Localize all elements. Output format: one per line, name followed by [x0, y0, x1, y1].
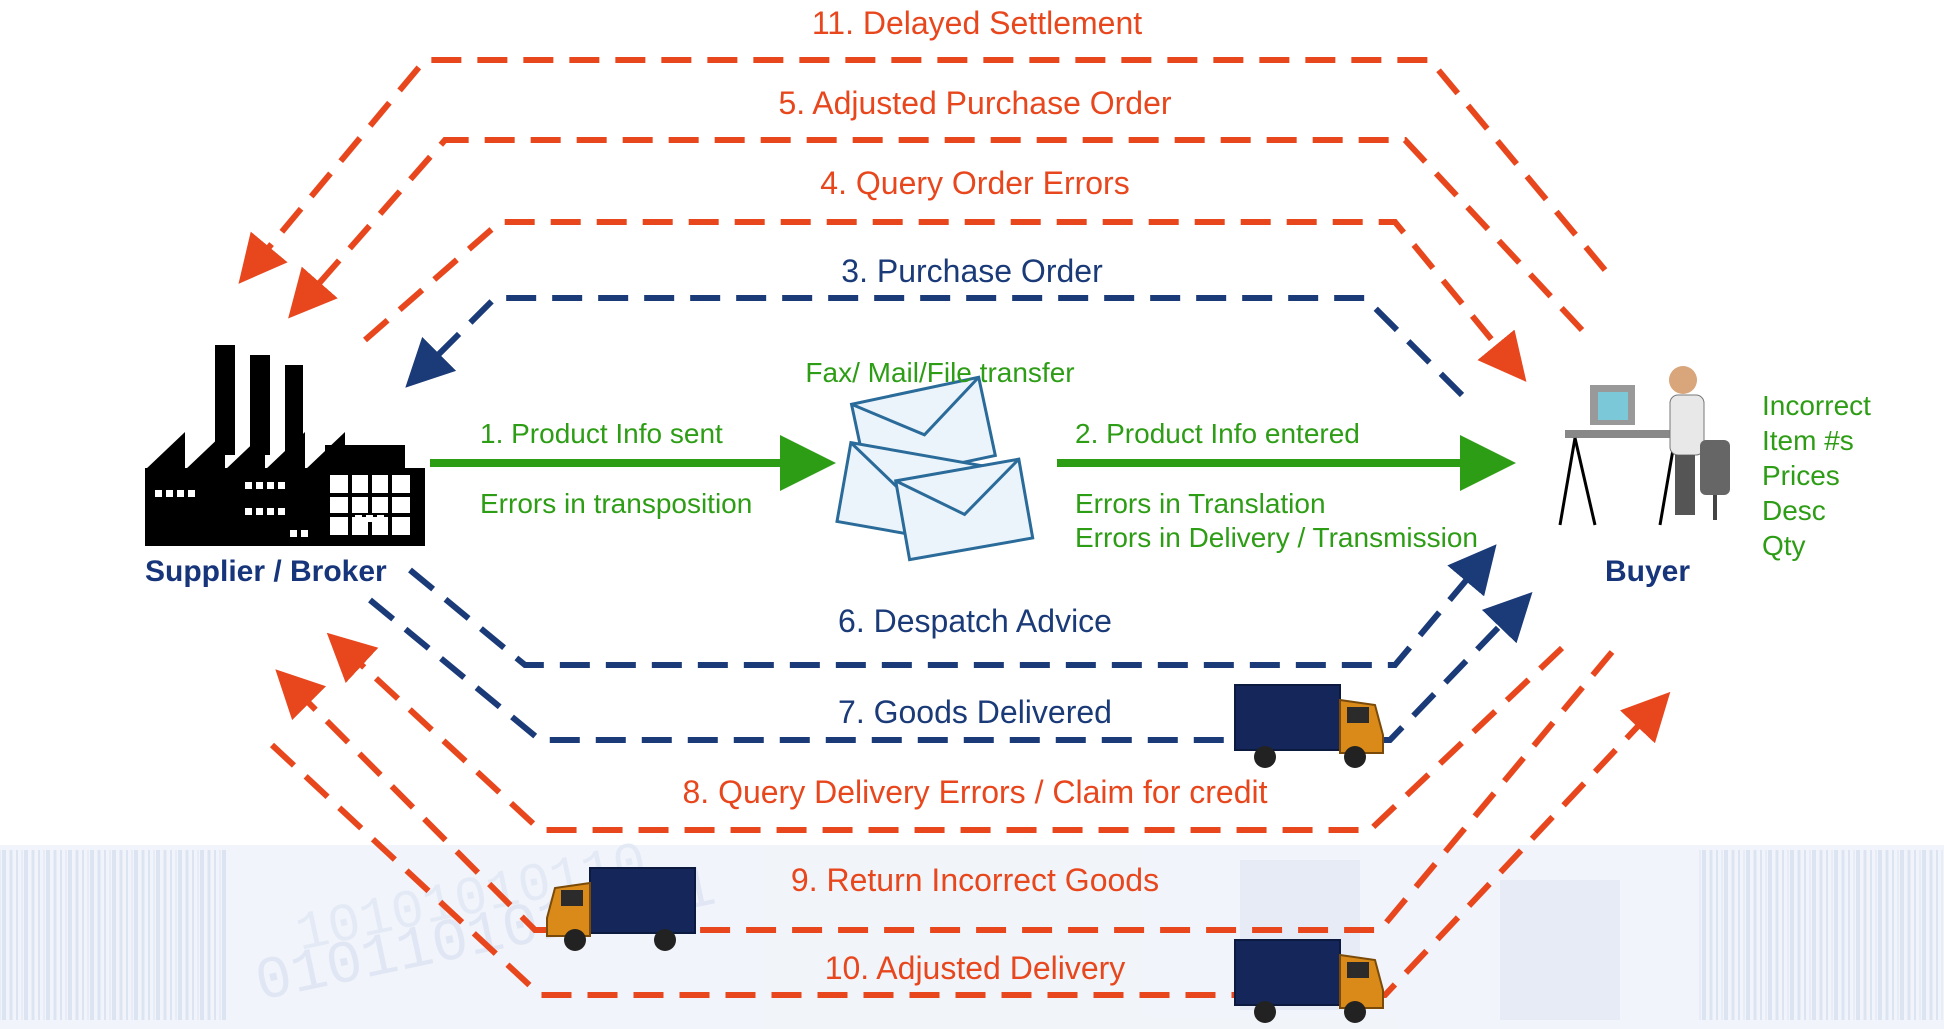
flow-10-adjusted-delivery-path [269, 691, 1671, 998]
flow-7-goods-delivered-path [368, 592, 1533, 743]
flow-8-label: 8. Query Delivery Errors / Claim for cre… [682, 774, 1268, 810]
supplier-label: Supplier / Broker [145, 555, 387, 588]
flow-1-label: 1. Product Info sent [480, 418, 723, 449]
flow-4-query-order-errors-path [363, 219, 1527, 382]
flow-11-label: 11. Delayed Settlement [811, 5, 1143, 41]
flow-1-errors: Errors in transposition [480, 488, 753, 519]
flow-5-adjusted-purchase-order-path [288, 137, 1585, 333]
barcode-background: 0101101010101 10101010110 [0, 833, 1944, 1029]
flow-9-label: 9. Return Incorrect Goods [790, 862, 1160, 898]
flow-2-error-translation: Errors in Translation [1075, 488, 1326, 519]
flow-2-error-transmission: Errors in Delivery / Transmission [1075, 522, 1478, 553]
envelopes-icon [835, 375, 1035, 562]
flow-9-return-incorrect-goods-path [275, 650, 1615, 933]
buyer-issue-qty: Qty [1762, 530, 1806, 561]
buyer-workstation-icon [1558, 366, 1730, 526]
flow-2-label: 2. Product Info entered [1075, 418, 1360, 449]
flow-3-purchase-order-path [405, 295, 1465, 398]
buyer-issue-prices: Prices [1762, 460, 1840, 491]
delivery-truck-icon [1234, 939, 1384, 1023]
buyer-label: Buyer [1605, 555, 1691, 588]
flow-3-label: 3. Purchase Order [841, 253, 1103, 289]
buyer-issues-heading: Incorrect [1762, 390, 1871, 421]
transfer-caption: Fax/ Mail/File transfer [805, 357, 1075, 388]
flow-10-label: 10. Adjusted Delivery [824, 950, 1126, 986]
flow-6-despatch-advice-path [408, 544, 1497, 668]
buyer-issues-list: Incorrect Item #s Prices Desc Qty [1762, 388, 1871, 563]
flow-4-label: 4. Query Order Errors [820, 165, 1130, 201]
delivery-truck-icon [546, 867, 696, 951]
factory-icon [145, 345, 425, 546]
delivery-truck-icon [1234, 684, 1384, 768]
flow-5-label: 5. Adjusted Purchase Order [778, 85, 1172, 121]
buyer-issue-item-numbers: Item #s [1762, 425, 1854, 456]
buyer-issue-desc: Desc [1762, 495, 1826, 526]
flow-6-label: 6. Despatch Advice [838, 603, 1112, 639]
flow-7-label: 7. Goods Delivered [838, 694, 1112, 730]
